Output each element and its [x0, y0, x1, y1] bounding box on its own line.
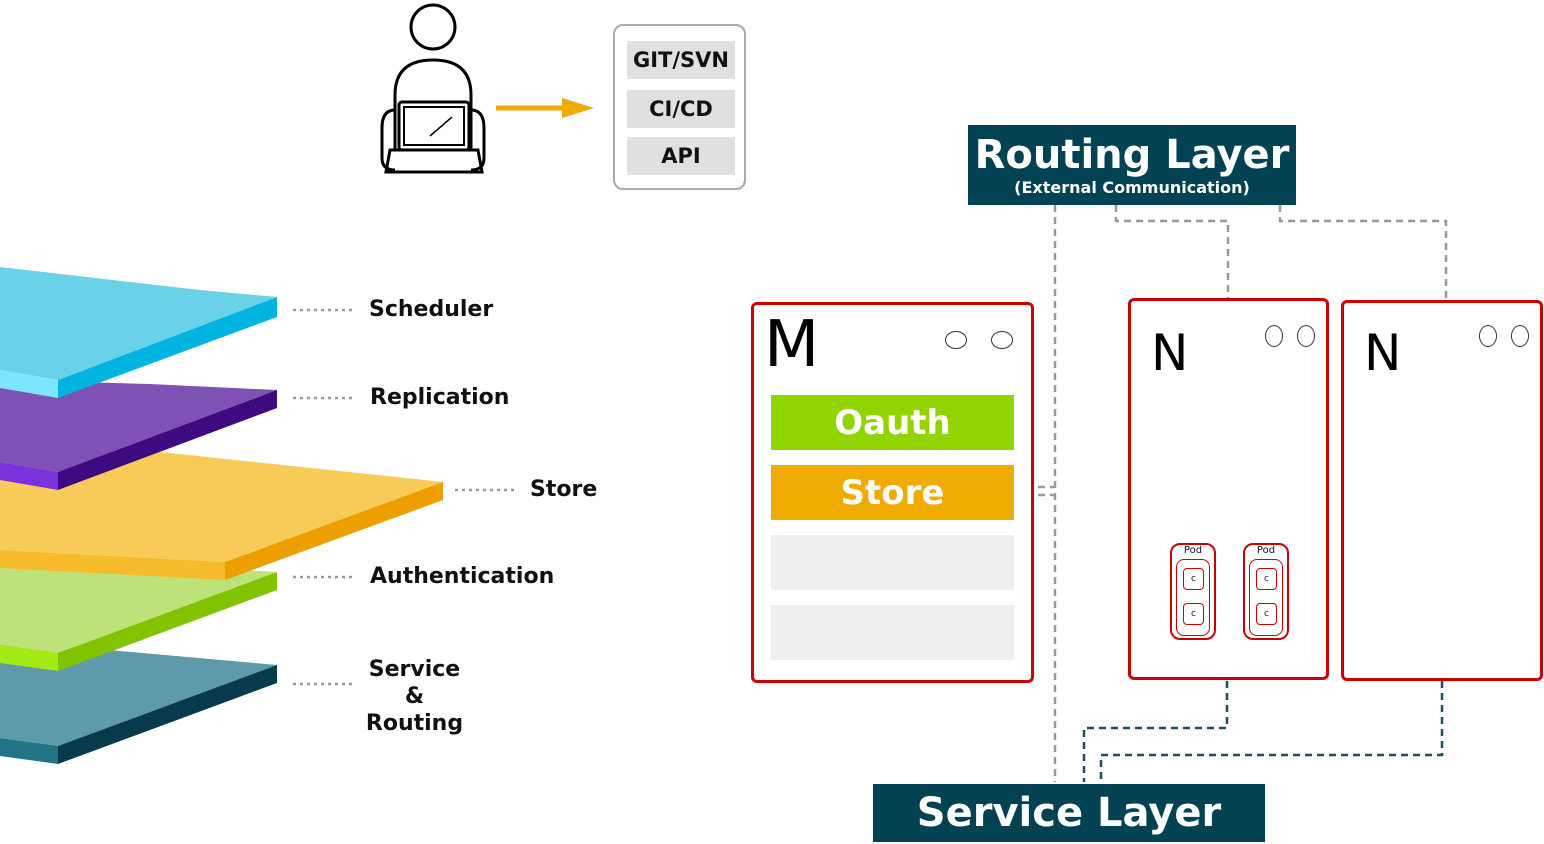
label-service-routing: Service & Routing [362, 656, 467, 737]
indicator-icon [1511, 325, 1529, 347]
pod-label: Pod [1183, 545, 1203, 556]
node-letter: N [1151, 324, 1189, 382]
worker-node-2: N [1341, 300, 1543, 681]
master-node: M Oauth Store [751, 302, 1034, 683]
routing-layer-title: Routing Layer [974, 132, 1290, 178]
container: c [1183, 568, 1204, 590]
label-replication: Replication [370, 385, 510, 410]
pod-inner: c c [1176, 559, 1210, 636]
user-icon [380, 3, 486, 174]
empty-slot [771, 605, 1014, 660]
source-panel: GIT/SVN CI/CD API [613, 24, 746, 190]
indicator-icon [1265, 325, 1283, 347]
label-store: Store [530, 477, 598, 502]
arrow-icon [496, 98, 594, 118]
layer-scheduler [0, 267, 277, 398]
indicator-icon [945, 331, 967, 349]
empty-slot [771, 535, 1014, 590]
service-layer-box: Service Layer [873, 784, 1265, 842]
label-authentication: Authentication [370, 564, 555, 589]
routing-layer-box: Routing Layer (External Communication) [968, 125, 1296, 205]
pod-inner: c c [1249, 559, 1283, 636]
layer-authentication [0, 555, 277, 671]
layer-leader-lines [293, 308, 515, 686]
worker-node-1: N Pod c c Pod c c [1128, 298, 1329, 680]
pod: Pod c c [1170, 543, 1216, 640]
container: c [1183, 603, 1204, 625]
label-line: & [404, 684, 425, 709]
store-component: Store [771, 465, 1014, 520]
layer-replication [0, 380, 277, 490]
container: c [1256, 568, 1277, 590]
service-connectors [1082, 681, 1444, 782]
label-line: Service [368, 657, 461, 682]
layer-store [0, 450, 443, 580]
oauth-component: Oauth [771, 395, 1014, 450]
routing-layer-subtitle: (External Communication) [1014, 178, 1250, 197]
label-scheduler: Scheduler [369, 297, 494, 322]
master-letter: M [764, 308, 820, 382]
label-line: Routing [365, 711, 464, 736]
container: c [1256, 603, 1277, 625]
pod-label: Pod [1256, 545, 1276, 556]
indicator-icon [1297, 325, 1315, 347]
indicator-icon [991, 331, 1013, 349]
api-button[interactable]: API [627, 137, 735, 175]
indicator-icon [1479, 325, 1497, 347]
pod: Pod c c [1243, 543, 1289, 640]
git-svn-button[interactable]: GIT/SVN [627, 41, 735, 79]
node-letter: N [1364, 324, 1402, 382]
ci-cd-button[interactable]: CI/CD [627, 90, 735, 128]
